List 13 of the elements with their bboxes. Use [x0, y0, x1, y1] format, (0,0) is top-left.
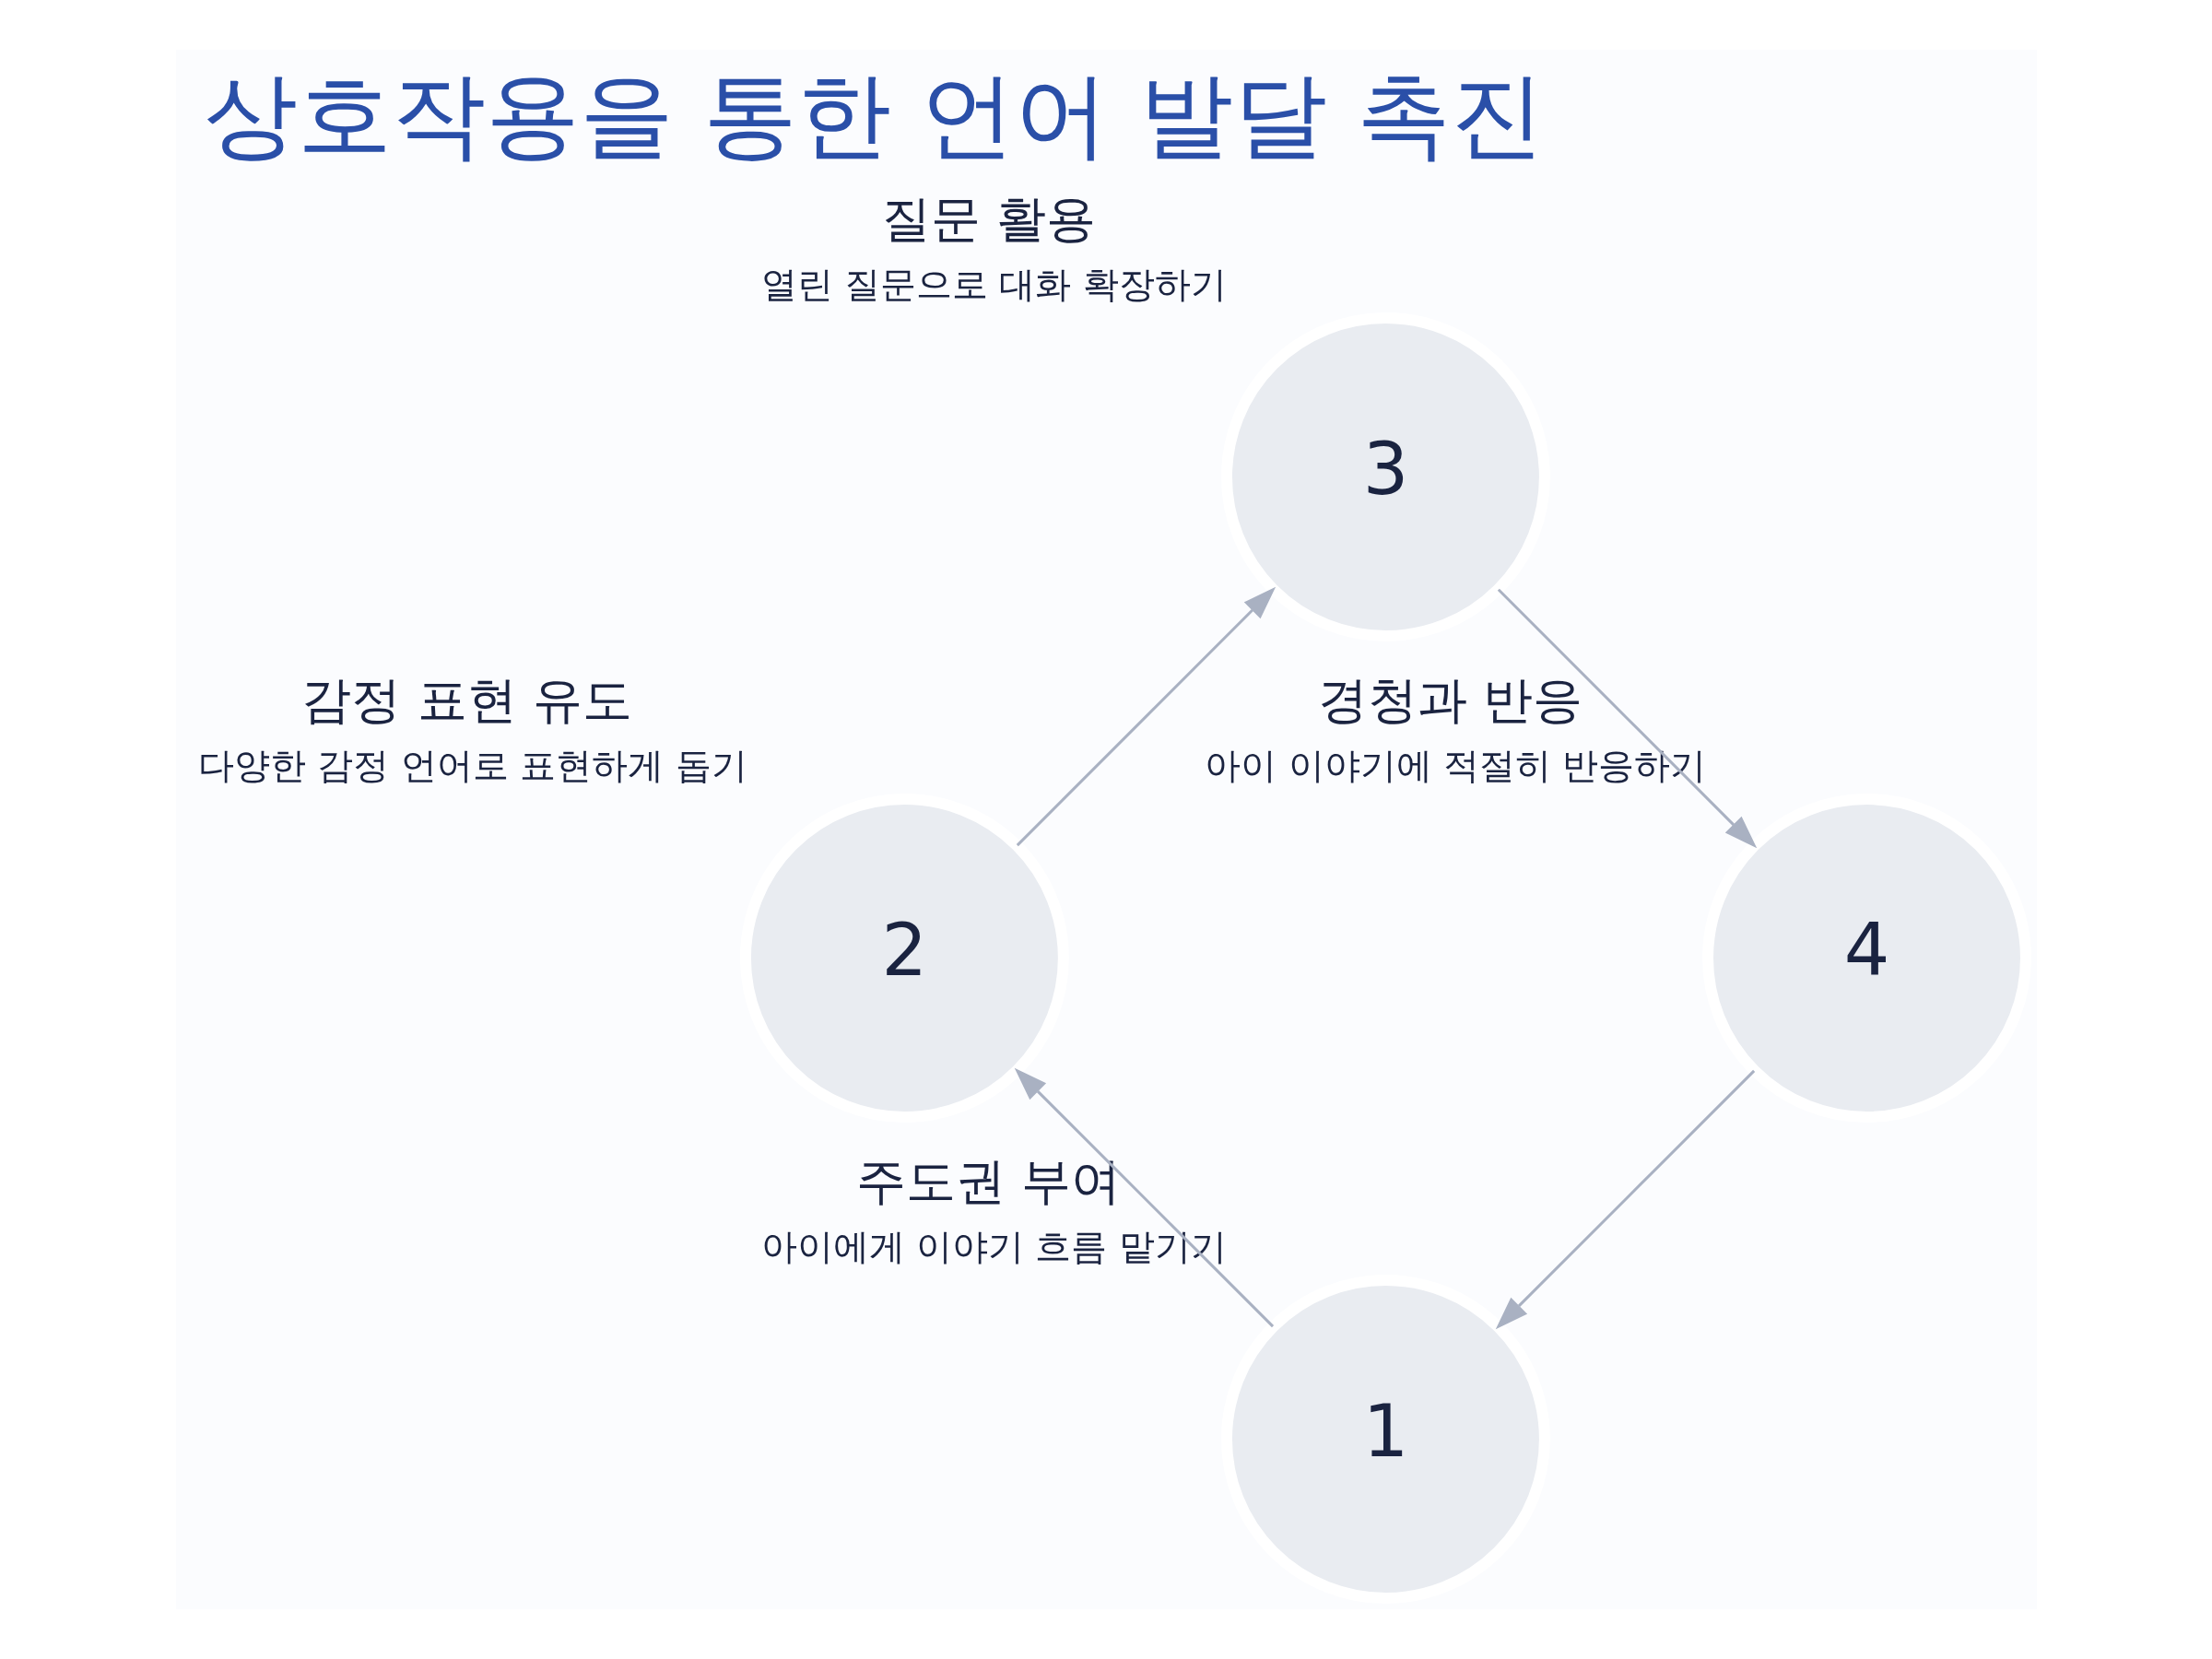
arrow: [1016, 586, 1276, 847]
node-label: 열린 질문으로 대화 확장하기: [760, 264, 1227, 306]
node-label: 다양한 감정 언어로 표현하게 돕기: [197, 745, 747, 787]
node-label: 감정 표현 유도: [301, 671, 632, 730]
node-label: 경청과 반응: [1317, 671, 1583, 730]
diagram-title: 상호작용을 통한 언어 발달 촉진: [203, 59, 1545, 170]
node-label: 질문 활용: [880, 190, 1096, 249]
arrow: [1495, 1069, 1755, 1330]
node-label: 아이 이야기에 적절히 반응하기: [1204, 745, 1706, 787]
arrow: [1014, 1067, 1274, 1328]
arrow: [1497, 588, 1757, 849]
node-label: 아이에게 이야기 흐름 맡기기: [760, 1226, 1227, 1268]
node-label: 주도권 부여: [855, 1152, 1121, 1211]
